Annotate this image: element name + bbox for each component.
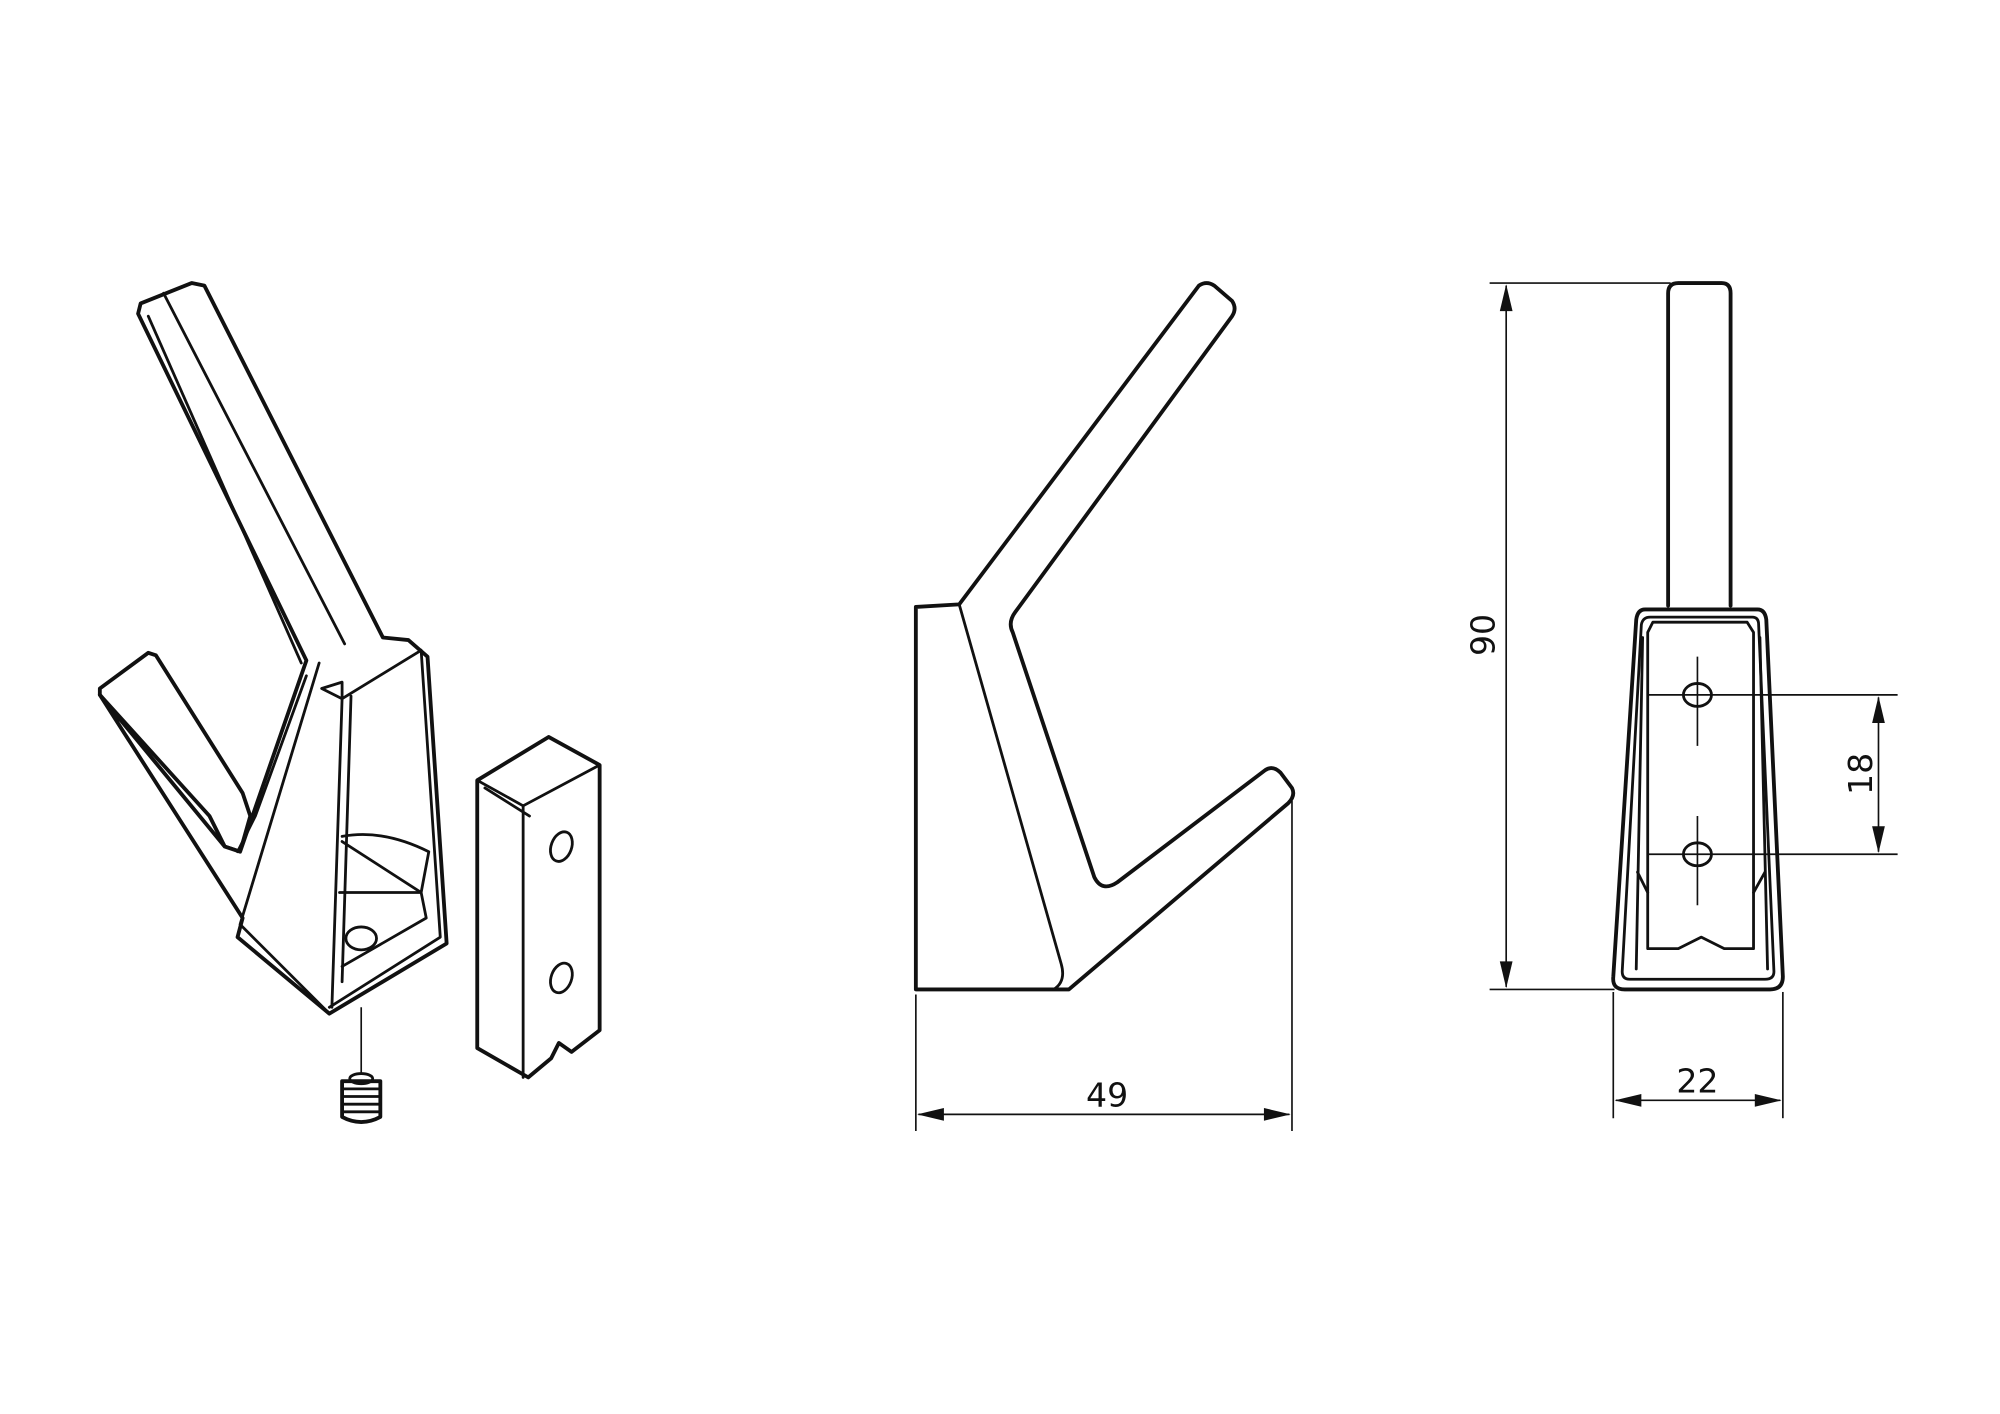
- dimension-label-18: 18: [1841, 753, 1880, 795]
- dimension-width-side: 49: [915, 800, 1293, 1131]
- dimension-label-22: 22: [1676, 1062, 1718, 1101]
- dimension-label-49: 49: [1086, 1076, 1128, 1115]
- dimension-height: 90: [1464, 282, 1671, 991]
- side-view: 49: [913, 281, 1296, 1131]
- hook-profile-side: [913, 281, 1296, 992]
- hook-base-front: [1611, 607, 1785, 992]
- mounting-block-isometric: [475, 735, 602, 1080]
- hook-stem-front: [1666, 281, 1733, 608]
- hook-body-isometric: [97, 281, 449, 1016]
- set-screw: [340, 1007, 383, 1124]
- dimension-width-front: 22: [1612, 991, 1784, 1119]
- isometric-view: [97, 281, 602, 1124]
- dimension-label-90: 90: [1464, 614, 1503, 656]
- dimension-hole-spacing: 18: [1647, 694, 1898, 856]
- front-view: 90 18 22: [1464, 281, 1898, 1119]
